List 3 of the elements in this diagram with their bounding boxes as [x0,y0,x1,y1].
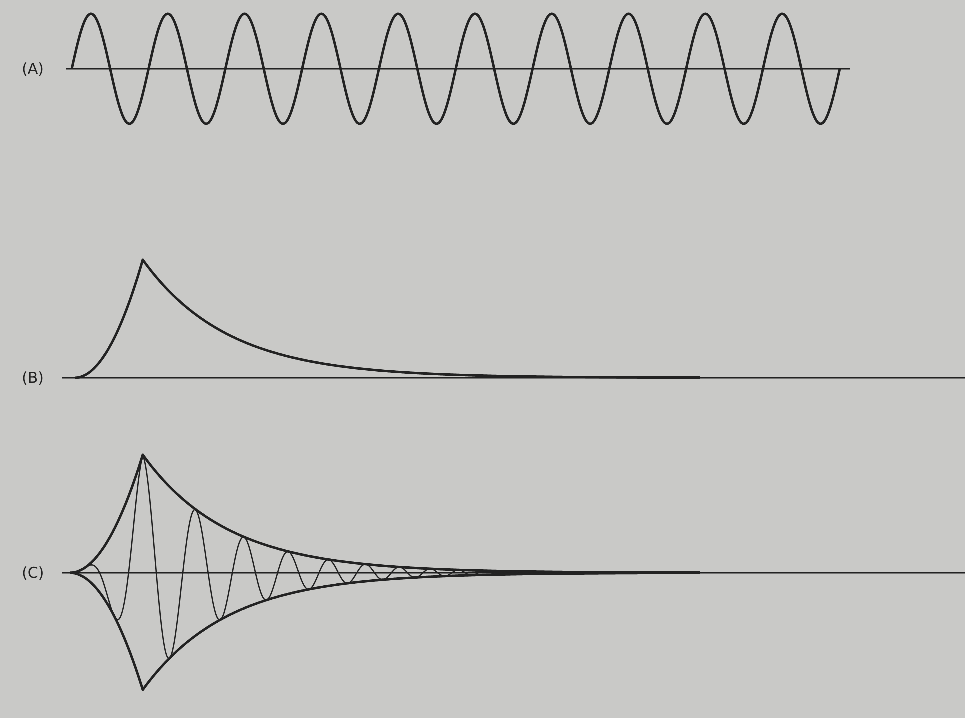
panel-label: (C) [22,564,44,582]
panel-label: (B) [22,369,44,387]
panel-label: (A) [22,60,44,78]
